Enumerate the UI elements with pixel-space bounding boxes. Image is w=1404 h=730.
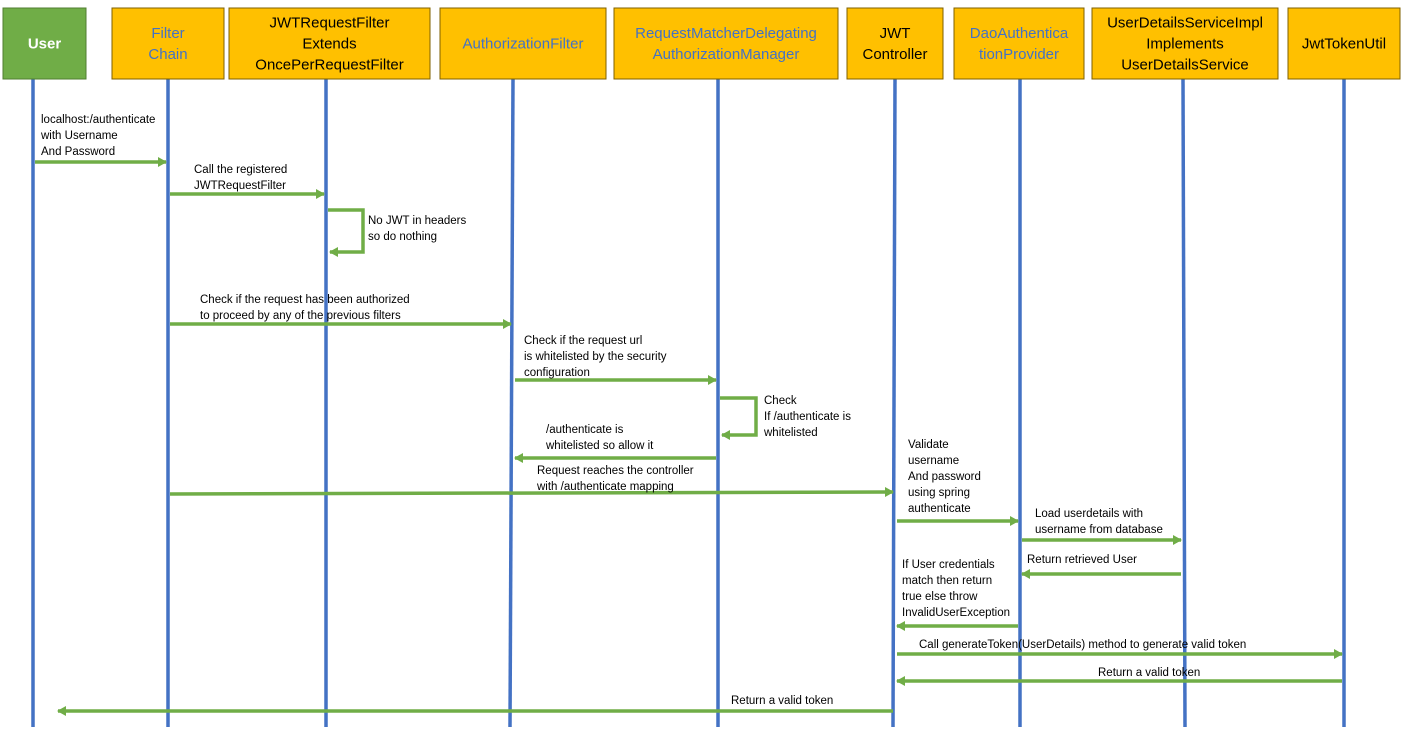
message-arrow <box>169 487 894 498</box>
participant-label: DaoAuthentica <box>970 25 1069 42</box>
participant-label: JwtTokenUtil <box>1302 36 1386 53</box>
participant-authorization-filter: AuthorizationFilter <box>439 7 607 80</box>
message-label: Check if the request url <box>524 335 642 347</box>
message-m10: Load userdetails with username from datab… <box>1022 508 1182 545</box>
message-m14: Return a valid token <box>896 667 1342 686</box>
participant-label: AuthorizationFilter <box>463 36 584 53</box>
message-label: Request reaches the controller <box>537 465 694 477</box>
message-m1: localhost:/authenticate with UsernameAnd … <box>35 114 167 167</box>
participant-label: Filter <box>151 25 184 42</box>
participant-box <box>111 7 225 80</box>
message-label: localhost:/authenticate <box>41 114 155 126</box>
message-m15: Return a valid token <box>57 695 893 716</box>
lifeline-user-details-service <box>1181 78 1187 728</box>
message-label: And password <box>908 471 981 483</box>
message-label: match then return <box>902 575 992 587</box>
lifelines <box>31 78 1346 728</box>
message-label: If /authenticate is <box>764 411 851 423</box>
message-m11: Return retrieved User <box>1021 554 1181 579</box>
message-m12: If User credentials match then return true… <box>896 559 1018 631</box>
participant-label: OncePerRequestFilter <box>255 57 403 74</box>
participant-label: UserDetailsService <box>1121 57 1249 74</box>
participant-boxes: UserFilterChainJWTRequestFilterExtendsOn… <box>2 7 1401 80</box>
participant-label: tionProvider <box>979 46 1059 63</box>
participant-box <box>1287 7 1401 80</box>
participant-label: JWTRequestFilter <box>269 15 389 32</box>
participant-box <box>439 7 607 80</box>
self-call-arrow <box>720 396 758 440</box>
participant-box <box>953 7 1085 80</box>
message-label: Return retrieved User <box>1027 554 1137 566</box>
message-label: whitelisted so allow it <box>545 440 654 452</box>
message-m6: Check If /authenticate is whitelisted <box>720 395 851 440</box>
message-label: username from database <box>1035 524 1163 536</box>
message-label: /authenticate is <box>546 424 624 436</box>
participant-jwt-token-util: JwtTokenUtil <box>1287 7 1401 80</box>
self-call-arrow <box>328 208 365 257</box>
participant-request-matcher: RequestMatcherDelegatingAuthorizationMan… <box>613 7 839 80</box>
message-label: And Password <box>41 146 115 158</box>
message-label: Call the registered <box>194 164 287 176</box>
message-label: is whitelisted by the security <box>524 351 667 363</box>
message-label: If User credentials <box>902 559 995 571</box>
message-m13: Call generateToken(UserDetails) method t… <box>897 639 1343 659</box>
participant-box <box>1091 7 1279 80</box>
message-m7: /authenticate is whitelisted so allow it <box>514 424 716 463</box>
lifeline-authorization-filter <box>508 78 515 728</box>
message-label: Call generateToken(UserDetails) method t… <box>919 639 1246 651</box>
participant-label: Implements <box>1146 36 1224 53</box>
message-label: to proceed by any of the previous filter… <box>200 310 401 322</box>
message-label: Check if the request has been authorized <box>200 294 410 306</box>
message-m8: Request reaches the controller with /auth… <box>169 465 894 498</box>
participant-box <box>846 7 944 80</box>
message-label: InvalidUserException <box>902 607 1010 619</box>
message-label: username <box>908 455 959 467</box>
message-label: Check <box>764 395 797 407</box>
participant-jwt-controller: JWT Controller <box>846 7 944 80</box>
message-label: so do nothing <box>368 231 437 243</box>
participant-box <box>613 7 839 80</box>
participant-label: RequestMatcherDelegating <box>635 25 817 42</box>
participant-label: AuthorizationManager <box>653 46 800 63</box>
message-label: No JWT in headers <box>368 215 466 227</box>
message-m4: Check if the request has been authorized… <box>170 294 512 329</box>
participant-label: Chain <box>148 46 187 63</box>
message-label: configuration <box>524 367 590 379</box>
participant-label: JWT <box>880 25 911 42</box>
participant-box <box>2 7 87 80</box>
message-label: Load userdetails with <box>1035 508 1143 520</box>
participant-label: UserDetailsServiceImpl <box>1107 15 1263 32</box>
participant-dao-auth-provider: DaoAuthentica tionProvider <box>953 7 1085 80</box>
message-label: true else throw <box>902 591 978 603</box>
message-label: JWTRequestFilter <box>194 180 286 192</box>
message-label: whitelisted <box>763 427 818 439</box>
message-label: Return a valid token <box>731 695 833 707</box>
message-label: authenticate <box>908 503 971 515</box>
participant-label: Extends <box>302 36 356 53</box>
message-label: Return a valid token <box>1098 667 1200 679</box>
message-m3: No JWT in headers so do nothing <box>328 208 466 257</box>
participant-label: Controller <box>862 46 927 63</box>
participant-box <box>228 7 431 80</box>
message-label: with /authenticate mapping <box>536 481 674 493</box>
messages: localhost:/authenticate with UsernameAnd … <box>35 114 1343 716</box>
participant-user-details-service: UserDetailsServiceImplImplementsUserDeta… <box>1091 7 1279 80</box>
message-label: using spring <box>908 487 970 499</box>
message-label: Validate <box>908 439 949 451</box>
participant-jwt-request-filter: JWTRequestFilterExtendsOncePerRequestFil… <box>228 7 431 80</box>
lifeline-jwt-controller <box>891 78 897 728</box>
participant-user: User <box>2 7 87 80</box>
message-m5: Check if the request url is whitelisted … <box>515 335 717 385</box>
message-label: with Username <box>40 130 118 142</box>
participant-label: User <box>28 36 62 53</box>
